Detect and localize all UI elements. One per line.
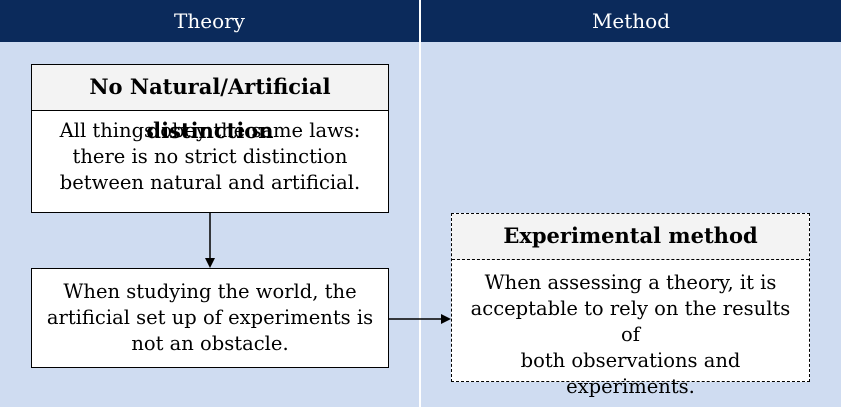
no-distinction-title: No Natural/Artificial distinction bbox=[32, 65, 388, 143]
theory-column-header: Theory bbox=[0, 0, 419, 42]
experimental-method-box: Experimental method When assessing a the… bbox=[451, 213, 810, 398]
artificial-setup-text: When studying the world, the artificial … bbox=[46, 280, 374, 355]
artificial-setup-box: When studying the world, the artificial … bbox=[31, 268, 389, 368]
experimental-method-text: When assessing a theory, it is acceptabl… bbox=[470, 271, 791, 398]
no-distinction-text: All things obey the same laws: there is … bbox=[59, 119, 361, 194]
method-column-header: Method bbox=[421, 0, 841, 42]
experimental-method-title: Experimental method bbox=[452, 214, 809, 260]
no-distinction-box: No Natural/Artificial distinction All th… bbox=[31, 64, 389, 213]
